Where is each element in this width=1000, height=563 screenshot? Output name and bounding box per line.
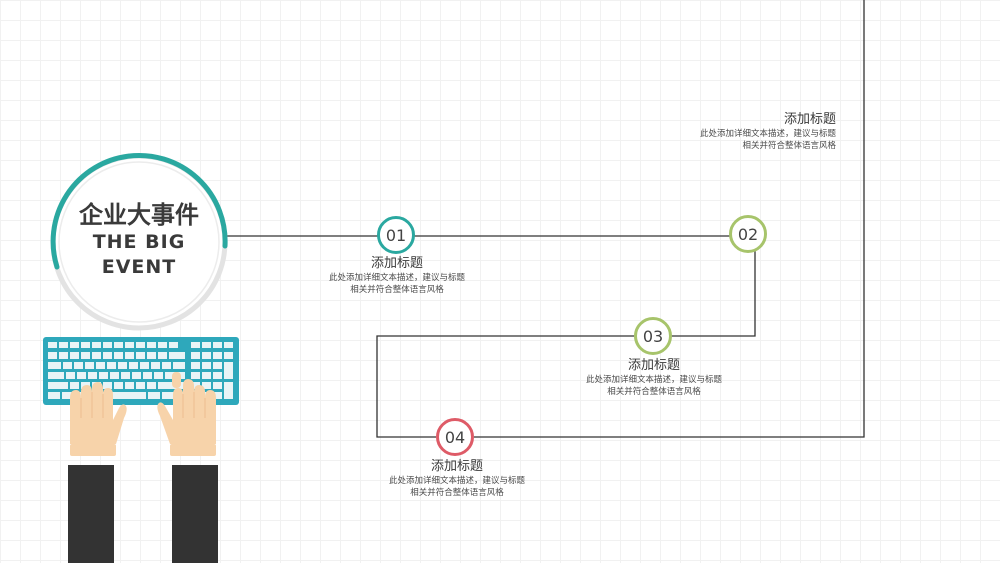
hands-illustration: [70, 372, 216, 456]
top-label-desc-line1: 此处添加详细文本描述，建议与标题: [699, 129, 836, 139]
milestone-desc-line2: 相关并符合整体语言风格: [410, 487, 504, 498]
top-label-title: 添加标题: [783, 112, 836, 127]
top-label-desc-line2: 相关并符合整体语言风格: [742, 140, 836, 151]
milestone-title: 添加标题: [627, 358, 680, 373]
hub-subtitle-line2: EVENT: [101, 256, 177, 278]
milestone-desc-line2: 相关并符合整体语言风格: [607, 386, 701, 397]
hub-subtitle-line1: THE BIG: [92, 231, 186, 253]
milestone-label-01: 添加标题 此处添加详细文本描述，建议与标题 相关并符合整体语言风格: [287, 255, 507, 296]
top-right-label: 添加标题 此处添加详细文本描述，建议与标题 相关并符合整体语言风格: [616, 111, 836, 152]
milestone-node-03[interactable]: 03: [634, 317, 672, 355]
milestone-label-04: 添加标题 此处添加详细文本描述，建议与标题 相关并符合整体语言风格: [347, 458, 567, 499]
milestone-node-04[interactable]: 04: [436, 418, 474, 456]
sleeves-illustration: [68, 465, 218, 563]
milestone-title: 添加标题: [370, 256, 423, 271]
milestone-desc-line1: 此处添加详细文本描述，建议与标题: [328, 273, 465, 283]
milestone-label-03: 添加标题 此处添加详细文本描述，建议与标题 相关并符合整体语言风格: [544, 357, 764, 398]
milestone-desc-line2: 相关并符合整体语言风格: [350, 284, 444, 295]
milestone-node-02[interactable]: 02: [729, 215, 767, 253]
milestone-desc-line1: 此处添加详细文本描述，建议与标题: [585, 375, 722, 385]
milestone-desc-line1: 此处添加详细文本描述，建议与标题: [388, 476, 525, 486]
hands-shading: [80, 392, 206, 418]
milestone-title: 添加标题: [430, 459, 483, 474]
hub-title: 企业大事件: [79, 201, 199, 229]
hub-text: 企业大事件 THE BIG EVENT: [50, 153, 228, 331]
hub-ring: [50, 152, 228, 331]
milestone-node-01[interactable]: 01: [377, 216, 415, 254]
